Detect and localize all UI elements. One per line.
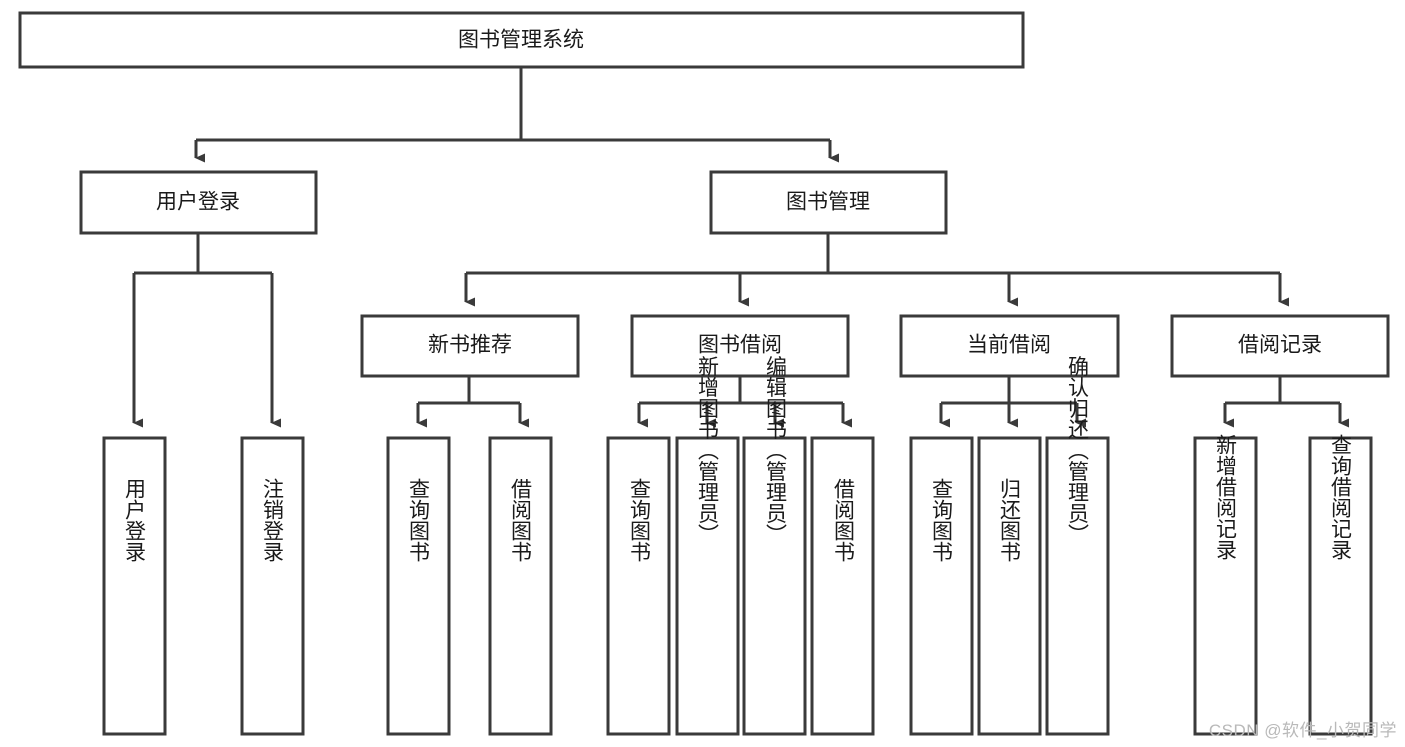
- node-leaf-add-book-admin[interactable]: 新增图书（管理员）: [675, 356, 740, 736]
- node-book-borrow-box[interactable]: [630, 314, 850, 378]
- node-book-borrow-label: 图书借阅: [698, 334, 782, 357]
- node-leaf-edit-book-admin-box[interactable]: [742, 436, 807, 736]
- node-user-login[interactable]: 用户登录: [79, 170, 318, 235]
- node-leaf-query-borrow-record[interactable]: 查询借阅记录: [1308, 434, 1373, 736]
- node-current-borrow-label: 当前借阅: [967, 334, 1051, 357]
- node-user-login-label: 用户登录: [156, 191, 240, 214]
- node-leaf-return-book-box[interactable]: [977, 436, 1042, 736]
- node-leaf-logout[interactable]: 注销登录: [240, 436, 305, 736]
- node-new-book-recommend[interactable]: 新书推荐: [360, 314, 580, 378]
- node-leaf-borrow-book-bb[interactable]: 借阅图书: [810, 436, 875, 736]
- node-new-book-recommend-label: 新书推荐: [428, 334, 512, 357]
- node-leaf-user-login[interactable]: 用户登录: [102, 436, 167, 736]
- node-leaf-borrow-book-nbr[interactable]: 借阅图书: [488, 436, 553, 736]
- node-book-management-label: 图书管理: [786, 191, 870, 214]
- node-book-management-box[interactable]: [709, 170, 948, 235]
- node-leaf-confirm-return-admin[interactable]: 确认归还（管理员）: [1045, 356, 1110, 736]
- node-leaf-borrow-book-bb-label: 借阅图书: [832, 478, 856, 562]
- node-leaf-return-book[interactable]: 归还图书: [977, 436, 1042, 736]
- node-leaf-logout-label: 注销登录: [261, 478, 285, 562]
- node-leaf-query-book-bb-label: 查询图书: [628, 478, 652, 562]
- node-leaf-query-book-cb-label: 查询图书: [930, 478, 954, 562]
- node-leaf-borrow-book-nbr-box[interactable]: [488, 436, 553, 736]
- node-user-login-box[interactable]: [79, 170, 318, 235]
- node-leaf-query-book-cb-box[interactable]: [909, 436, 974, 736]
- node-leaf-add-borrow-record[interactable]: 新增借阅记录: [1193, 434, 1258, 736]
- node-leaf-add-book-admin-label: 新增图书（管理员）: [696, 356, 720, 545]
- node-leaf-query-book-nbr-box[interactable]: [386, 436, 451, 736]
- node-root-box[interactable]: [18, 11, 1025, 69]
- node-leaf-add-borrow-record-box[interactable]: [1193, 436, 1258, 736]
- node-leaf-borrow-book-nbr-label: 借阅图书: [509, 478, 533, 562]
- node-current-borrow-box[interactable]: [899, 314, 1120, 378]
- node-leaf-add-book-admin-box[interactable]: [675, 436, 740, 736]
- node-borrow-record[interactable]: 借阅记录: [1170, 314, 1390, 378]
- node-leaf-edit-book-admin[interactable]: 编辑图书（管理员）: [742, 356, 807, 736]
- node-book-management[interactable]: 图书管理: [709, 170, 948, 235]
- node-leaf-query-book-bb[interactable]: 查询图书: [606, 436, 671, 736]
- node-leaf-query-book-cb[interactable]: 查询图书: [909, 436, 974, 736]
- node-leaf-user-login-box[interactable]: [102, 436, 167, 736]
- node-leaf-query-book-nbr[interactable]: 查询图书: [386, 436, 451, 736]
- node-book-borrow[interactable]: 图书借阅: [630, 314, 850, 378]
- node-leaf-logout-box[interactable]: [240, 436, 305, 736]
- node-new-book-recommend-box[interactable]: [360, 314, 580, 378]
- node-leaf-query-borrow-record-box[interactable]: [1308, 436, 1373, 736]
- node-leaf-borrow-book-bb-box[interactable]: [810, 436, 875, 736]
- node-borrow-record-box[interactable]: [1170, 314, 1390, 378]
- node-leaf-query-book-nbr-label: 查询图书: [407, 478, 431, 562]
- node-borrow-record-label: 借阅记录: [1238, 334, 1322, 357]
- node-leaf-edit-book-admin-label: 编辑图书（管理员）: [764, 356, 788, 545]
- node-leaf-confirm-return-admin-label: 确认归还（管理员）: [1066, 356, 1090, 545]
- node-root[interactable]: 图书管理系统: [18, 11, 1025, 69]
- node-root-label: 图书管理系统: [458, 29, 584, 52]
- node-leaf-add-borrow-record-label: 新增借阅记录: [1214, 434, 1238, 560]
- node-leaf-return-book-label: 归还图书: [998, 478, 1022, 562]
- node-current-borrow[interactable]: 当前借阅: [899, 314, 1120, 378]
- node-leaf-confirm-return-admin-box[interactable]: [1045, 436, 1110, 736]
- node-leaf-user-login-label: 用户登录: [123, 478, 147, 562]
- edge-group: [132, 67, 1349, 428]
- node-leaf-query-book-bb-box[interactable]: [606, 436, 671, 736]
- node-leaf-query-borrow-record-label: 查询借阅记录: [1329, 434, 1353, 560]
